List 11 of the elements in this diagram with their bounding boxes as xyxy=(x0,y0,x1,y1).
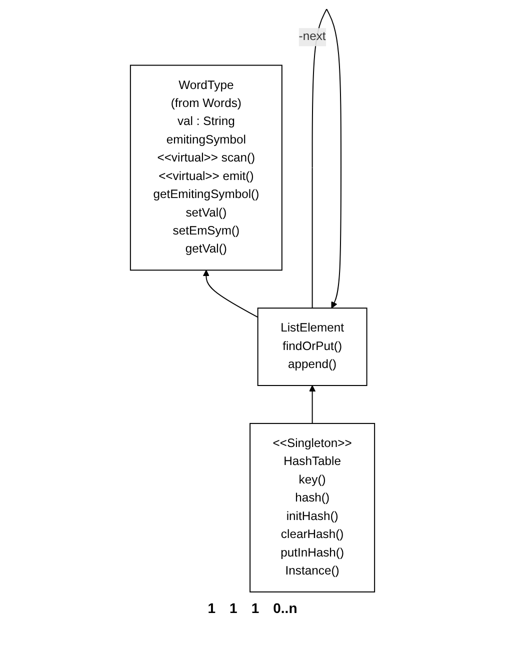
arrow xyxy=(202,269,258,318)
multiplicity-label: 1 xyxy=(230,600,238,616)
multiplicity-label: 0..n xyxy=(273,600,298,616)
node-box: WordType (from Words) val : String emitingSymbol <<virtual>> scan() <<virtual>> emit() getEmitingSymbol() setVal() setEmSym() getVal() xyxy=(130,64,282,270)
arrow xyxy=(308,384,316,424)
arrow xyxy=(312,8,342,308)
edge-label: -next xyxy=(298,30,326,43)
multiplicity-label: 1 xyxy=(251,600,260,616)
node-box: <<Singleton>> HashTable key() hash() initHash() clearHash() putInHash() Instance() xyxy=(250,422,376,592)
multiplicity-label: 1 xyxy=(208,600,216,616)
node-box: ListElement findOrPut() append() xyxy=(257,307,368,386)
